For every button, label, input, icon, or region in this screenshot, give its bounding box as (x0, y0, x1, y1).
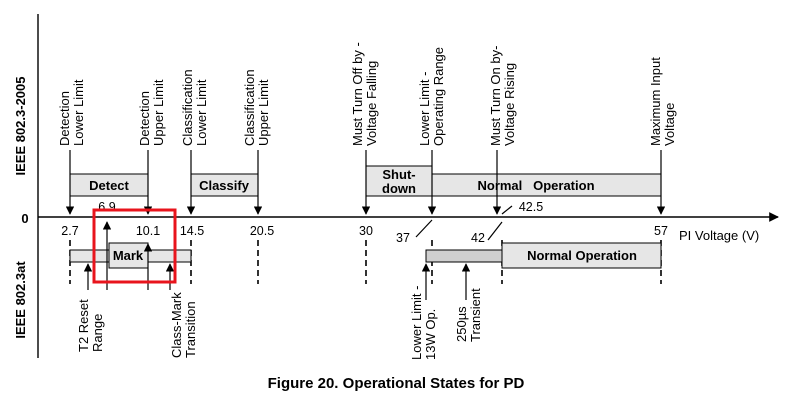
side-label-ieee-802-3-2005: IEEE 802.3-2005 (13, 76, 28, 175)
bar-class-mark-transition (147, 249, 192, 263)
top-label-classification-lower: Classification Lower Limit (180, 69, 209, 146)
state-label-mark: Mark (113, 248, 144, 263)
svg-text:Upper Limit: Upper Limit (256, 79, 271, 146)
svg-text:Detection: Detection (57, 91, 72, 146)
leader-37 (415, 219, 433, 238)
state-label-shutdown-2: down (382, 181, 416, 196)
axis-title-pi-voltage: PI Voltage (V) (679, 228, 759, 243)
top-label-lower-limit-operating: Lower Limit - Operating Range (417, 47, 446, 146)
svg-text:Lower Limit: Lower Limit (194, 79, 209, 146)
top-label-detection-lower: Detection Lower Limit (57, 79, 86, 146)
state-label-normal-operation-top: Normal Operation (477, 178, 594, 193)
svg-text:Classification: Classification (242, 69, 257, 146)
mark-highlight-box (92, 208, 177, 284)
svg-text:Voltage Falling: Voltage Falling (364, 61, 379, 146)
svg-text:Must Turn On by-: Must Turn On by- (488, 46, 503, 146)
svg-text:Range: Range (90, 314, 105, 352)
side-label-ieee-802-3at: IEEE 802.3at (13, 261, 28, 339)
tick-label-30: 30 (359, 224, 373, 238)
top-label-classification-upper: Classification Upper Limit (242, 69, 271, 146)
top-label-must-turn-on: Must Turn On by- Voltage Rising (488, 46, 517, 146)
svg-text:Detection: Detection (137, 91, 152, 146)
bar-transient (425, 249, 503, 263)
top-label-maximum-input: Maximum Input Voltage (648, 57, 677, 146)
state-box-normal-operation-bottom (501, 242, 662, 269)
svg-text:250µs: 250µs (454, 306, 469, 342)
state-box-mark (108, 242, 149, 269)
svg-text:Transition: Transition (183, 301, 198, 358)
state-label-normal-operation-bottom: Normal Operation (527, 248, 637, 263)
svg-text:Class-Mark: Class-Mark (169, 292, 184, 358)
tick-label-37: 37 (396, 231, 410, 245)
top-label-must-turn-off: Must Turn Off by - Voltage Falling (350, 42, 379, 146)
svg-text:13W Op.: 13W Op. (423, 309, 438, 360)
bottom-label-lower-limit-13w: Lower Limit - 13W Op. (409, 286, 438, 360)
bottom-label-t2-reset-range: T2 Reset Range (76, 299, 105, 352)
leader-42 (487, 221, 503, 241)
tick-label-6-9: 6.9 (98, 200, 115, 214)
tick-label-57: 57 (654, 224, 668, 238)
bar-t2-reset-range (69, 249, 111, 263)
svg-text:Voltage Rising: Voltage Rising (502, 63, 517, 146)
side-label-zero: 0 (21, 211, 28, 226)
leader-42-5 (501, 205, 513, 215)
svg-text:T2 Reset: T2 Reset (76, 299, 91, 352)
bottom-label-class-mark-transition: Class-Mark Transition (169, 292, 198, 358)
svg-text:Upper Limit: Upper Limit (151, 79, 166, 146)
tick-label-20-5: 20.5 (250, 224, 274, 238)
state-label-detect: Detect (89, 178, 129, 193)
svg-text:Lower Limit: Lower Limit (71, 79, 86, 146)
svg-text:Classification: Classification (180, 69, 195, 146)
tick-label-2-7: 2.7 (61, 224, 78, 238)
svg-text:Lower Limit -: Lower Limit - (417, 72, 432, 146)
svg-text:Maximum Input: Maximum Input (648, 57, 663, 146)
tick-label-42: 42 (471, 231, 485, 245)
svg-text:Operating Range: Operating Range (431, 47, 446, 146)
tick-label-14-5: 14.5 (180, 224, 204, 238)
bottom-label-250us-transient: 250µs Transient (454, 288, 483, 342)
svg-text:Lower Limit -: Lower Limit - (409, 286, 424, 360)
svg-text:Transient: Transient (468, 288, 483, 342)
svg-text:Must Turn Off by -: Must Turn Off by - (350, 42, 365, 146)
top-label-detection-upper: Detection Upper Limit (137, 79, 166, 146)
tick-label-42-5: 42.5 (519, 200, 543, 214)
state-label-shutdown-1: Shut- (382, 167, 415, 182)
figure-caption: Figure 20. Operational States for PD (268, 375, 525, 392)
svg-text:Voltage: Voltage (662, 103, 677, 146)
state-label-classify: Classify (199, 178, 250, 193)
tick-label-10-1: 10.1 (136, 224, 160, 238)
